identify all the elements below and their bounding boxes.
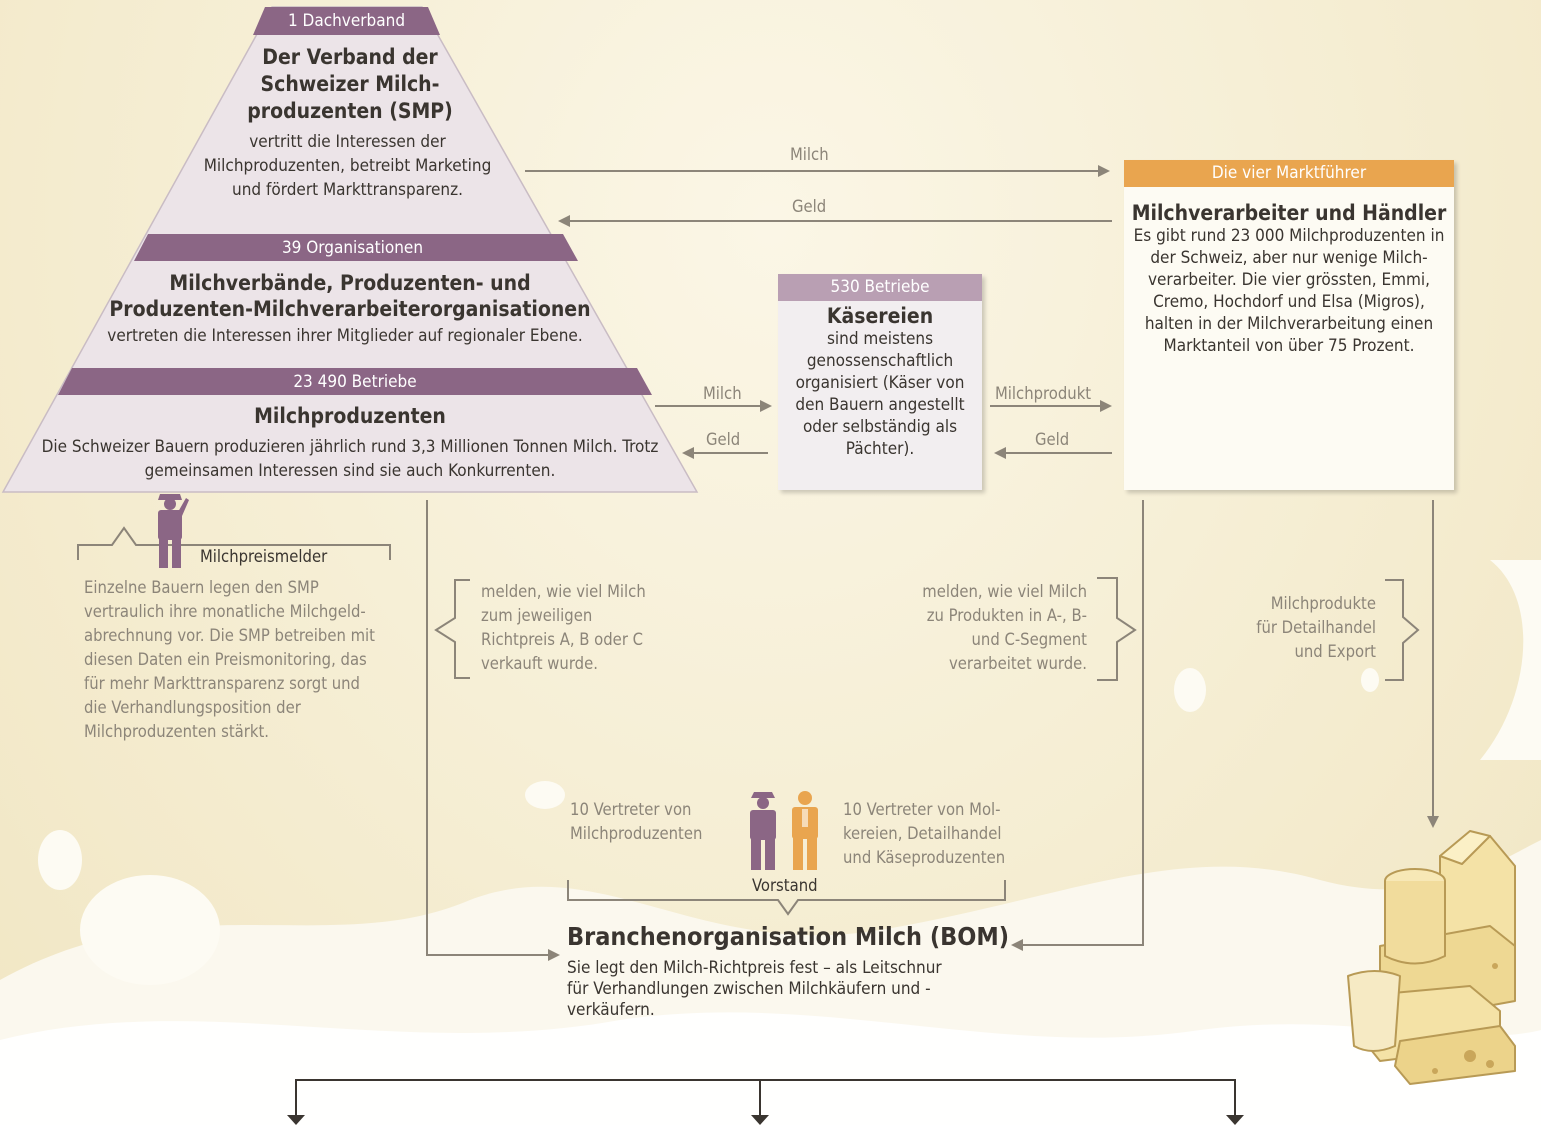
arrow-down-left <box>287 1115 305 1125</box>
kaesereien-band: 530 Betriebe <box>778 274 982 301</box>
text-rep-right: 10 Vertreter von Mol-kereien, Detailhand… <box>843 800 1006 867</box>
dairy-worker-icon <box>792 791 818 870</box>
label-milch-top: Milch <box>790 145 829 164</box>
bom-text: Sie legt den Milch-Richtpreis fest – als… <box>567 958 942 1020</box>
line-processors-to-bom <box>1011 500 1144 951</box>
pyramid-top-title: Der Verband der Schweizer Milch-produzen… <box>247 45 453 123</box>
label-geld-right: Geld <box>1035 430 1070 449</box>
arrow-down-mid <box>751 1115 769 1125</box>
arrow-down-right <box>1226 1115 1244 1125</box>
pyramid-shape <box>1 6 699 493</box>
label-geld-left: Geld <box>706 430 741 449</box>
line-producers-to-bom <box>426 500 560 961</box>
marktfuehrer-text: Es gibt rund 23 000 Milchproduzenten in … <box>1133 226 1445 356</box>
kaesereien-text: sind meistens genossenschaftlich organis… <box>795 329 965 459</box>
bom-title: Branchenorganisation Milch (BOM) <box>567 922 1010 951</box>
pyramid-bot-text: Die Schweizer Bauern produzieren jährlic… <box>41 437 659 481</box>
bracket-produkte <box>1385 579 1420 681</box>
text-melden-right: melden, wie viel Milch zu Produkten in A… <box>922 582 1087 673</box>
pyramid-top-text: vertritt die Interessen der Milchproduze… <box>203 132 492 200</box>
text-melden-left: melden, wie viel Milch zum jeweiligen Ri… <box>481 582 646 673</box>
farmer-icon <box>158 494 189 568</box>
bottom-branch-line <box>295 1079 1236 1122</box>
label-vorstand: Vorstand <box>752 876 818 895</box>
text-rep-left: 10 Vertreter von Milchproduzenten <box>570 800 703 843</box>
pyramid-mid-title: Milchverbände, Produzenten- und Produzen… <box>109 271 591 321</box>
pyramid-top-band: 1 Dachverband <box>287 11 406 31</box>
bracket-vorstand <box>567 880 1006 916</box>
marktfuehrer-band: Die vier Marktführer <box>1124 160 1454 187</box>
label-milch-left: Milch <box>703 384 742 403</box>
pyramid-bot-band: 23 490 Betriebe <box>293 372 417 392</box>
kaesereien-box: 530 Betriebe Käsereien sind meistens gen… <box>778 274 982 490</box>
text-milchprodukte: Milchprodukte für Detailhandel und Expor… <box>1256 594 1376 661</box>
dairy-products-icon <box>1347 830 1516 1085</box>
bracket-melden-right <box>1097 577 1137 681</box>
marktfuehrer-title: Milchverarbeiter und Händler <box>1131 201 1447 225</box>
label-milchpreismelder: Milchpreismelder <box>200 547 328 566</box>
pyramid-mid-band: 39 Organisationen <box>281 238 424 258</box>
bracket-melden-left <box>434 579 470 679</box>
label-geld-top: Geld <box>792 197 827 216</box>
kaesereien-title: Käsereien <box>826 304 934 328</box>
text-milchpreismelder: Einzelne Bauern legen den SMP vertraulic… <box>84 578 375 741</box>
producer-rep-icon <box>750 792 776 870</box>
pyramid-bot-title: Milchproduzenten <box>254 404 446 428</box>
pyramid-mid-text: vertreten die Interessen ihrer Mitgliede… <box>107 326 583 346</box>
marktfuehrer-box: Die vier Marktführer Milchverarbeiter un… <box>1124 160 1454 490</box>
label-milchprodukt: Milchprodukt <box>995 384 1092 403</box>
bracket-preismelder <box>77 526 391 560</box>
